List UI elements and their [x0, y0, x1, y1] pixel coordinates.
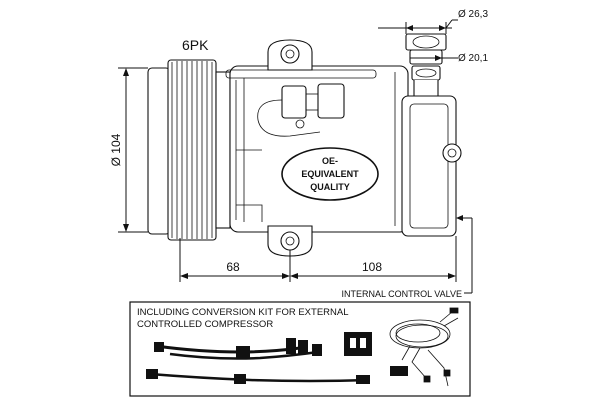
badge-line-1: OE- — [322, 156, 338, 166]
pulley — [147, 59, 231, 241]
control-cable — [146, 369, 371, 384]
suction-ports — [405, 33, 447, 97]
kit-box-line-1: INCLUDING CONVERSION KIT FOR EXTERNAL — [137, 307, 349, 318]
internal-control-valve-label: INTERNAL CONTROL VALVE — [341, 289, 462, 299]
fuse-component — [390, 366, 408, 376]
port-large-diameter: Ø 26,3 — [458, 9, 488, 20]
conversion-kit-box: INCLUDING CONVERSION KIT FOR EXTERNAL CO… — [129, 301, 471, 397]
length-a-value: 68 — [226, 260, 240, 274]
internal-control-valve-callout: INTERNAL CONTROL VALVE — [341, 215, 473, 299]
pulley-diameter-dimension: Ø 104 — [109, 67, 148, 233]
relay-component — [344, 332, 372, 356]
length-b-value: 108 — [362, 260, 382, 274]
coiled-wires — [389, 307, 459, 387]
oe-equivalent-badge: OE- EQUIVALENT QUALITY — [281, 147, 379, 201]
badge-line-3: QUALITY — [310, 182, 350, 192]
wiring-harness — [154, 338, 322, 360]
port-small-diameter: Ø 20,1 — [458, 53, 488, 64]
port-dimensions: Ø 26,3 Ø 20,1 — [378, 9, 488, 64]
pulley-diameter-value: Ø 104 — [109, 133, 123, 166]
length-dimensions: 68 108 — [179, 236, 457, 282]
belt-profile-label: 6PK — [182, 37, 209, 53]
badge-line-2: EQUIVALENT — [301, 169, 359, 179]
kit-box-line-2: CONTROLLED COMPRESSOR — [137, 319, 273, 330]
